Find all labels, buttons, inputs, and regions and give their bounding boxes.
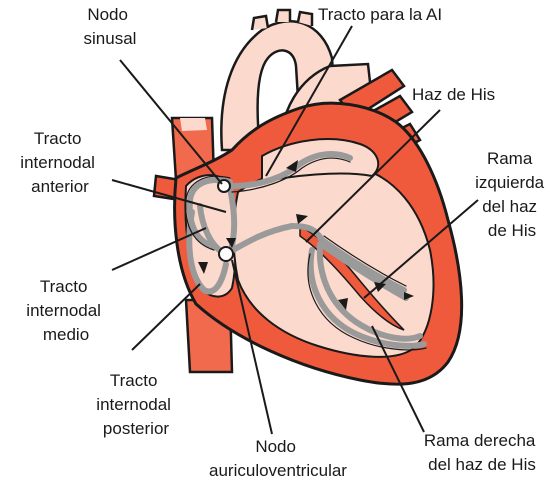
label-rama-izquierda: Rama izquierda del haz de His <box>475 149 549 240</box>
label-nodo-sinusal: Nodo sinusal <box>84 5 137 48</box>
label-tracto-internodal-anterior: Tracto internodal anterior <box>20 129 99 196</box>
label-tracto-internodal-medio: Tracto internodal medio <box>26 277 105 344</box>
label-haz-de-his: Haz de His <box>412 85 495 104</box>
label-nodo-auriculoventricular: Nodo auriculoventricular <box>209 437 347 480</box>
av-node <box>219 247 233 261</box>
label-tracto-para-ai: Tracto para la AI <box>318 5 442 24</box>
label-rama-derecha: Rama derecha del haz de His <box>424 431 540 474</box>
label-tracto-internodal-posterior: Tracto internodal posterior <box>96 371 175 438</box>
